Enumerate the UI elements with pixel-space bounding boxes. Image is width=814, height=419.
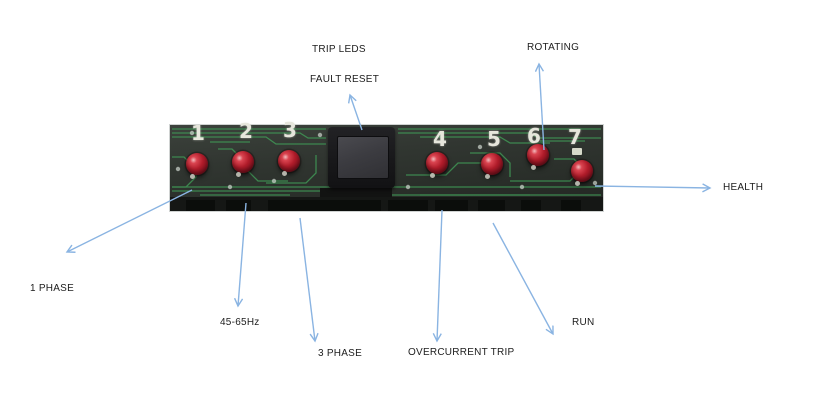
led-1 (186, 153, 208, 179)
label-three-phase: 3 PHASE (318, 348, 362, 359)
fault-reset-button-cap (337, 136, 389, 179)
led-3 (278, 150, 300, 176)
led-4 (426, 152, 448, 178)
led-5 (481, 153, 503, 179)
label-freq-45-65hz: 45-65Hz (220, 317, 260, 328)
led-silkscreen-number-2: 2 (239, 119, 253, 143)
label-rotating: ROTATING (527, 42, 580, 53)
label-health: HEALTH (723, 182, 764, 193)
led-silkscreen-number-1: 1 (191, 121, 205, 145)
led-2 (232, 151, 254, 177)
label-run: RUN (572, 317, 595, 328)
led-silkscreen-number-4: 4 (433, 127, 447, 151)
fault-reset-button (328, 127, 395, 188)
led-silkscreen-number-7: 7 (568, 125, 582, 149)
label-trip-leds: TRIP LEDS (312, 44, 366, 55)
led-silkscreen-number-5: 5 (487, 127, 501, 151)
led-silkscreen-number-3: 3 (283, 118, 297, 142)
label-overcurrent-trip: OVERCURRENT TRIP (408, 347, 515, 358)
label-one-phase: 1 PHASE (30, 283, 74, 294)
led-7 (571, 160, 593, 186)
smd-component (572, 148, 582, 155)
led-silkscreen-number-6: 6 (527, 124, 541, 148)
label-fault-reset: FAULT RESET (310, 74, 380, 85)
